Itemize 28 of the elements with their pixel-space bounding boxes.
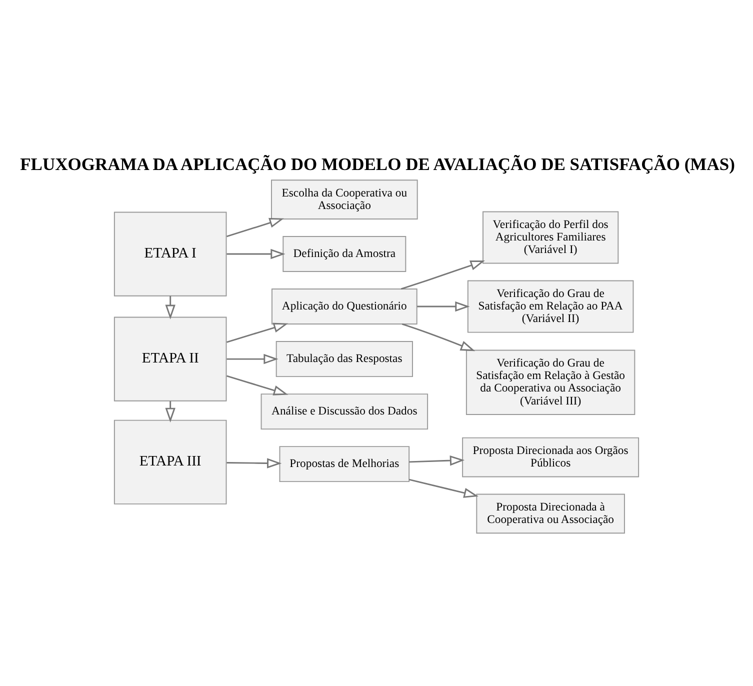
node-box: ETAPA I — [114, 212, 227, 296]
arrow — [226, 248, 286, 260]
diagram-title: FLUXOGRAMA DA APLICAÇÃO DO MODELO DE AVALIAÇÃO DE SATISFAÇÃO (MAS) — [20, 154, 735, 174]
arrow — [409, 455, 465, 466]
arrow — [165, 401, 176, 422]
arrow — [226, 375, 288, 396]
node-box: ETAPA III — [114, 420, 227, 504]
arrow — [165, 296, 176, 320]
arrow — [226, 458, 282, 468]
arrow — [226, 322, 288, 343]
node-box: Verificação do Perfil dos Agricultores Familiares (Variável I) — [482, 211, 619, 264]
node-box: Verificação do Grau de Satisfação em Relação à Gestão da Cooperativa ou Associação (Variável III) — [466, 350, 636, 415]
node-box: Análise e Discussão dos Dados — [260, 394, 428, 430]
arrow — [417, 301, 470, 312]
arrow — [226, 354, 278, 364]
arrow — [402, 323, 476, 352]
arrow — [400, 260, 485, 290]
arrow — [408, 478, 478, 498]
node-box: Aplicação do Questionário — [271, 288, 418, 325]
node-box: ETAPA II — [114, 316, 227, 402]
node-box: Proposta Direcionada aos Orgãos Públicos — [462, 437, 640, 478]
node-box: Propostas de Melhorias — [279, 446, 410, 482]
node-box: Proposta Direcionada à Cooperativa ou Associação — [476, 494, 625, 534]
arrow — [226, 218, 284, 238]
node-box: Tabulação das Respostas — [276, 341, 413, 378]
node-box: Escolha da Cooperativa ou Associação — [271, 180, 418, 220]
node-box: Definição da Amostra — [282, 236, 406, 272]
node-box: Verificação do Grau de Satisfação em Relação ao PAA (Variável II) — [467, 280, 634, 333]
